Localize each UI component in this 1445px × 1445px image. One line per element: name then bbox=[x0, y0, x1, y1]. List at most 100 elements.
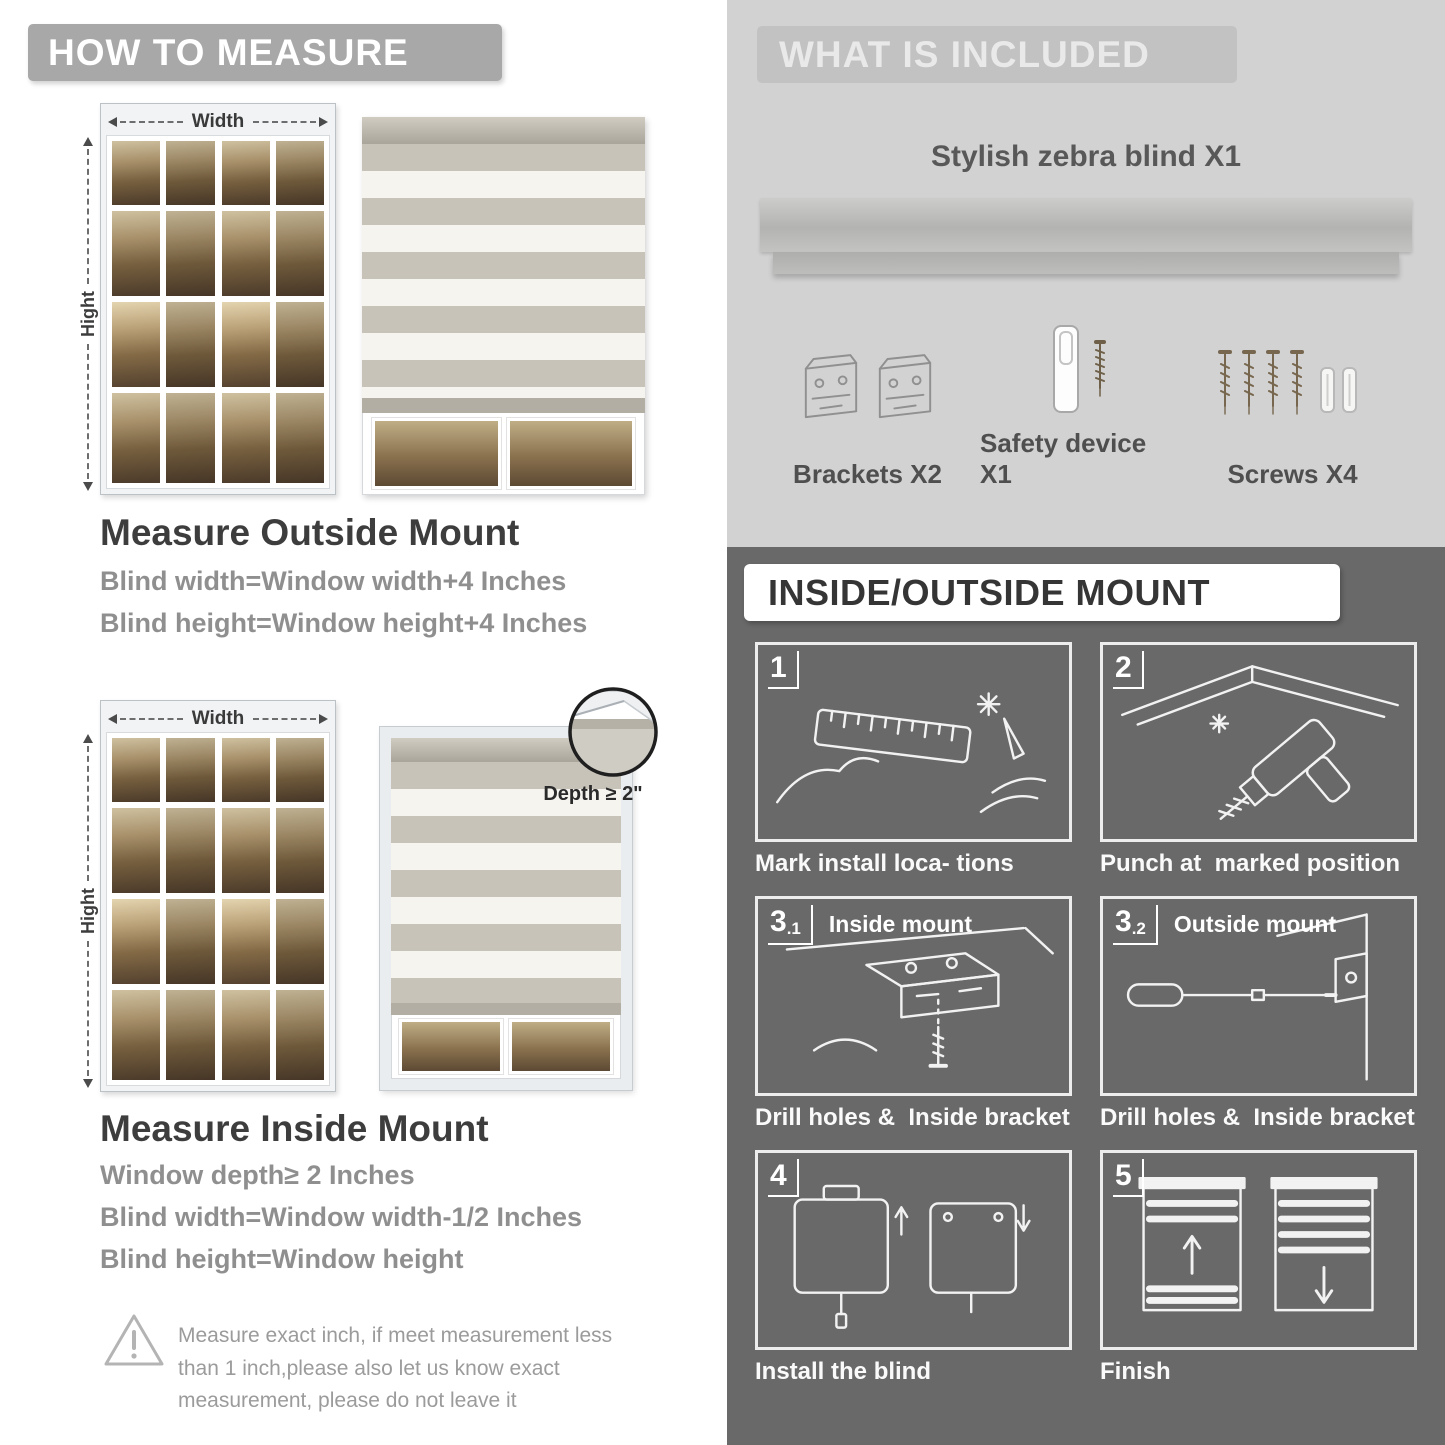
outside-bracket-illustration bbox=[1126, 913, 1368, 1081]
dashed-line bbox=[120, 121, 183, 123]
inside-mount-blind-figure: Depth ≥ 2" bbox=[379, 687, 658, 1091]
step-panel: 5 bbox=[1100, 1150, 1417, 1350]
what-is-included-header: WHAT IS INCLUDED bbox=[757, 26, 1237, 83]
mounting-bracket-icon bbox=[800, 330, 936, 449]
finished-blinds-illustration bbox=[1138, 1177, 1378, 1312]
window-below-blind bbox=[362, 413, 645, 495]
what-is-included-section: WHAT IS INCLUDED Stylish zebra blind X1 bbox=[727, 0, 1445, 547]
inside-outside-mount-header: INSIDE/OUTSIDE MOUNT bbox=[744, 564, 1340, 621]
outside-mount-line-2: Blind height=Window height+4 Inches bbox=[100, 608, 588, 638]
mount-step-3-2: 3.2 Outside mount bbox=[1100, 896, 1417, 1134]
how-to-measure-header: HOW TO MEASURE bbox=[28, 24, 502, 81]
zebra-blind-headrail-graphic bbox=[760, 198, 1412, 274]
window-panes bbox=[106, 732, 330, 1086]
outside-mount-line-1: Blind width=Window width+4 Inches bbox=[100, 566, 567, 596]
step-panel: 1 bbox=[755, 642, 1072, 842]
step-caption: Drill holes & Inside bracket bbox=[755, 1104, 1070, 1131]
step-title: Inside mount bbox=[828, 911, 972, 937]
warning-triangle-icon bbox=[102, 1310, 166, 1370]
arrowhead-down-icon bbox=[83, 1079, 93, 1089]
inside-mount-heading: Measure Inside Mount bbox=[100, 1108, 489, 1149]
step-panel: 3.1 Inside mount bbox=[755, 896, 1072, 1096]
window-photo: Width bbox=[100, 103, 336, 495]
step-number: 3 bbox=[770, 905, 787, 938]
arrowhead-left-icon bbox=[108, 714, 117, 724]
step-panel: 3.2 Outside mount bbox=[1100, 896, 1417, 1096]
outside-mount-window-figure: Hight Width bbox=[78, 103, 336, 495]
blind-bottom-rail bbox=[362, 398, 645, 413]
dashed-line bbox=[87, 344, 89, 480]
step-number: 4 bbox=[770, 1159, 787, 1192]
mount-step-5: 5 bbox=[1100, 1150, 1417, 1388]
outside-mount-heading: Measure Outside Mount bbox=[100, 512, 520, 553]
screws-and-anchors-icon bbox=[1213, 330, 1373, 449]
step-caption: Install the blind bbox=[755, 1358, 932, 1385]
included-item-brackets: Brackets X2 bbox=[765, 330, 970, 490]
mount-instructions-section: INSIDE/OUTSIDE MOUNT 1 bbox=[727, 547, 1445, 1445]
arrowhead-up-icon bbox=[83, 137, 93, 146]
outside-mount-blind-figure bbox=[362, 117, 645, 495]
included-item-screws: Screws X4 bbox=[1190, 330, 1395, 490]
inside-mount-line-2: Blind width=Window width-1/2 Inches bbox=[100, 1202, 583, 1232]
step-title: Outside mount bbox=[1173, 911, 1337, 937]
step-panel: 2 bbox=[1100, 642, 1417, 842]
blind-bottom-rail bbox=[391, 1003, 621, 1015]
mount-step-1: 1 bbox=[755, 642, 1072, 880]
step-caption: Mark install loca- tions bbox=[755, 850, 1014, 877]
height-arrow-icon: Hight bbox=[77, 137, 98, 492]
install-blind-illustration bbox=[793, 1184, 1031, 1329]
step-caption: Punch at marked position bbox=[1100, 850, 1401, 877]
zebra-stripes bbox=[362, 144, 645, 398]
zoom-circle-icon bbox=[566, 685, 660, 779]
window-frame bbox=[379, 726, 633, 1091]
width-arrow-icon: Width bbox=[106, 109, 330, 135]
step-number: 5 bbox=[1115, 1159, 1132, 1192]
step-number: 1 bbox=[770, 651, 787, 684]
dashed-line bbox=[253, 718, 316, 720]
arrowhead-left-icon bbox=[108, 117, 117, 127]
width-arrow-icon: Width bbox=[106, 706, 330, 732]
dashed-line bbox=[87, 149, 89, 285]
measuring-tape-illustration bbox=[776, 692, 1047, 814]
inside-mount-window-figure: Hight Width bbox=[78, 700, 336, 1092]
inside-mount-line-3: Blind height=Window height bbox=[100, 1244, 464, 1274]
width-label: Width bbox=[191, 708, 245, 729]
mount-steps-grid: 1 bbox=[755, 642, 1417, 1388]
arrowhead-down-icon bbox=[83, 482, 93, 492]
zebra-stripes bbox=[391, 762, 621, 1003]
mount-step-3-1: 3.1 Inside mount bbox=[755, 896, 1072, 1134]
window-below-blind bbox=[391, 1015, 621, 1079]
step-number: 2 bbox=[1115, 651, 1132, 684]
dashed-line bbox=[253, 121, 316, 123]
dashed-line bbox=[120, 718, 183, 720]
dashed-line bbox=[87, 941, 89, 1077]
arrowhead-up-icon bbox=[83, 734, 93, 743]
mount-step-4: 4 bbox=[755, 1150, 1072, 1388]
blind-headrail bbox=[362, 117, 645, 144]
arrowhead-right-icon bbox=[319, 714, 328, 724]
safety-device-label: Safety device X1 bbox=[980, 428, 1147, 489]
product-title: Stylish zebra blind X1 bbox=[930, 140, 1242, 173]
height-label: Hight bbox=[77, 291, 98, 337]
screws-label: Screws X4 bbox=[1227, 459, 1358, 489]
depth-label: Depth ≥ 2" bbox=[543, 783, 643, 805]
step-caption: Finish bbox=[1100, 1358, 1171, 1385]
step-caption: Drill holes & Inside bracket bbox=[1100, 1104, 1415, 1131]
inside-bracket-illustration bbox=[785, 926, 1054, 1068]
included-item-safety-device: Safety device X1 bbox=[980, 325, 1180, 490]
inside-mount-line-1: Window depth≥ 2 Inches bbox=[100, 1160, 415, 1190]
brackets-label: Brackets X2 bbox=[793, 459, 942, 489]
window-panes bbox=[106, 135, 330, 489]
height-label: Hight bbox=[77, 888, 98, 934]
step-panel: 4 bbox=[755, 1150, 1072, 1350]
step-number: 3 bbox=[1115, 905, 1132, 938]
height-arrow-icon: Hight bbox=[77, 734, 98, 1089]
drill-illustration bbox=[1121, 665, 1399, 820]
width-label: Width bbox=[191, 111, 245, 132]
arrowhead-right-icon bbox=[319, 117, 328, 127]
mount-step-2: 2 bbox=[1100, 642, 1417, 880]
measurement-warning-text: Measure exact inch, if meet measurement … bbox=[178, 1324, 613, 1413]
dashed-line bbox=[87, 746, 89, 882]
window-photo: Width bbox=[100, 700, 336, 1092]
